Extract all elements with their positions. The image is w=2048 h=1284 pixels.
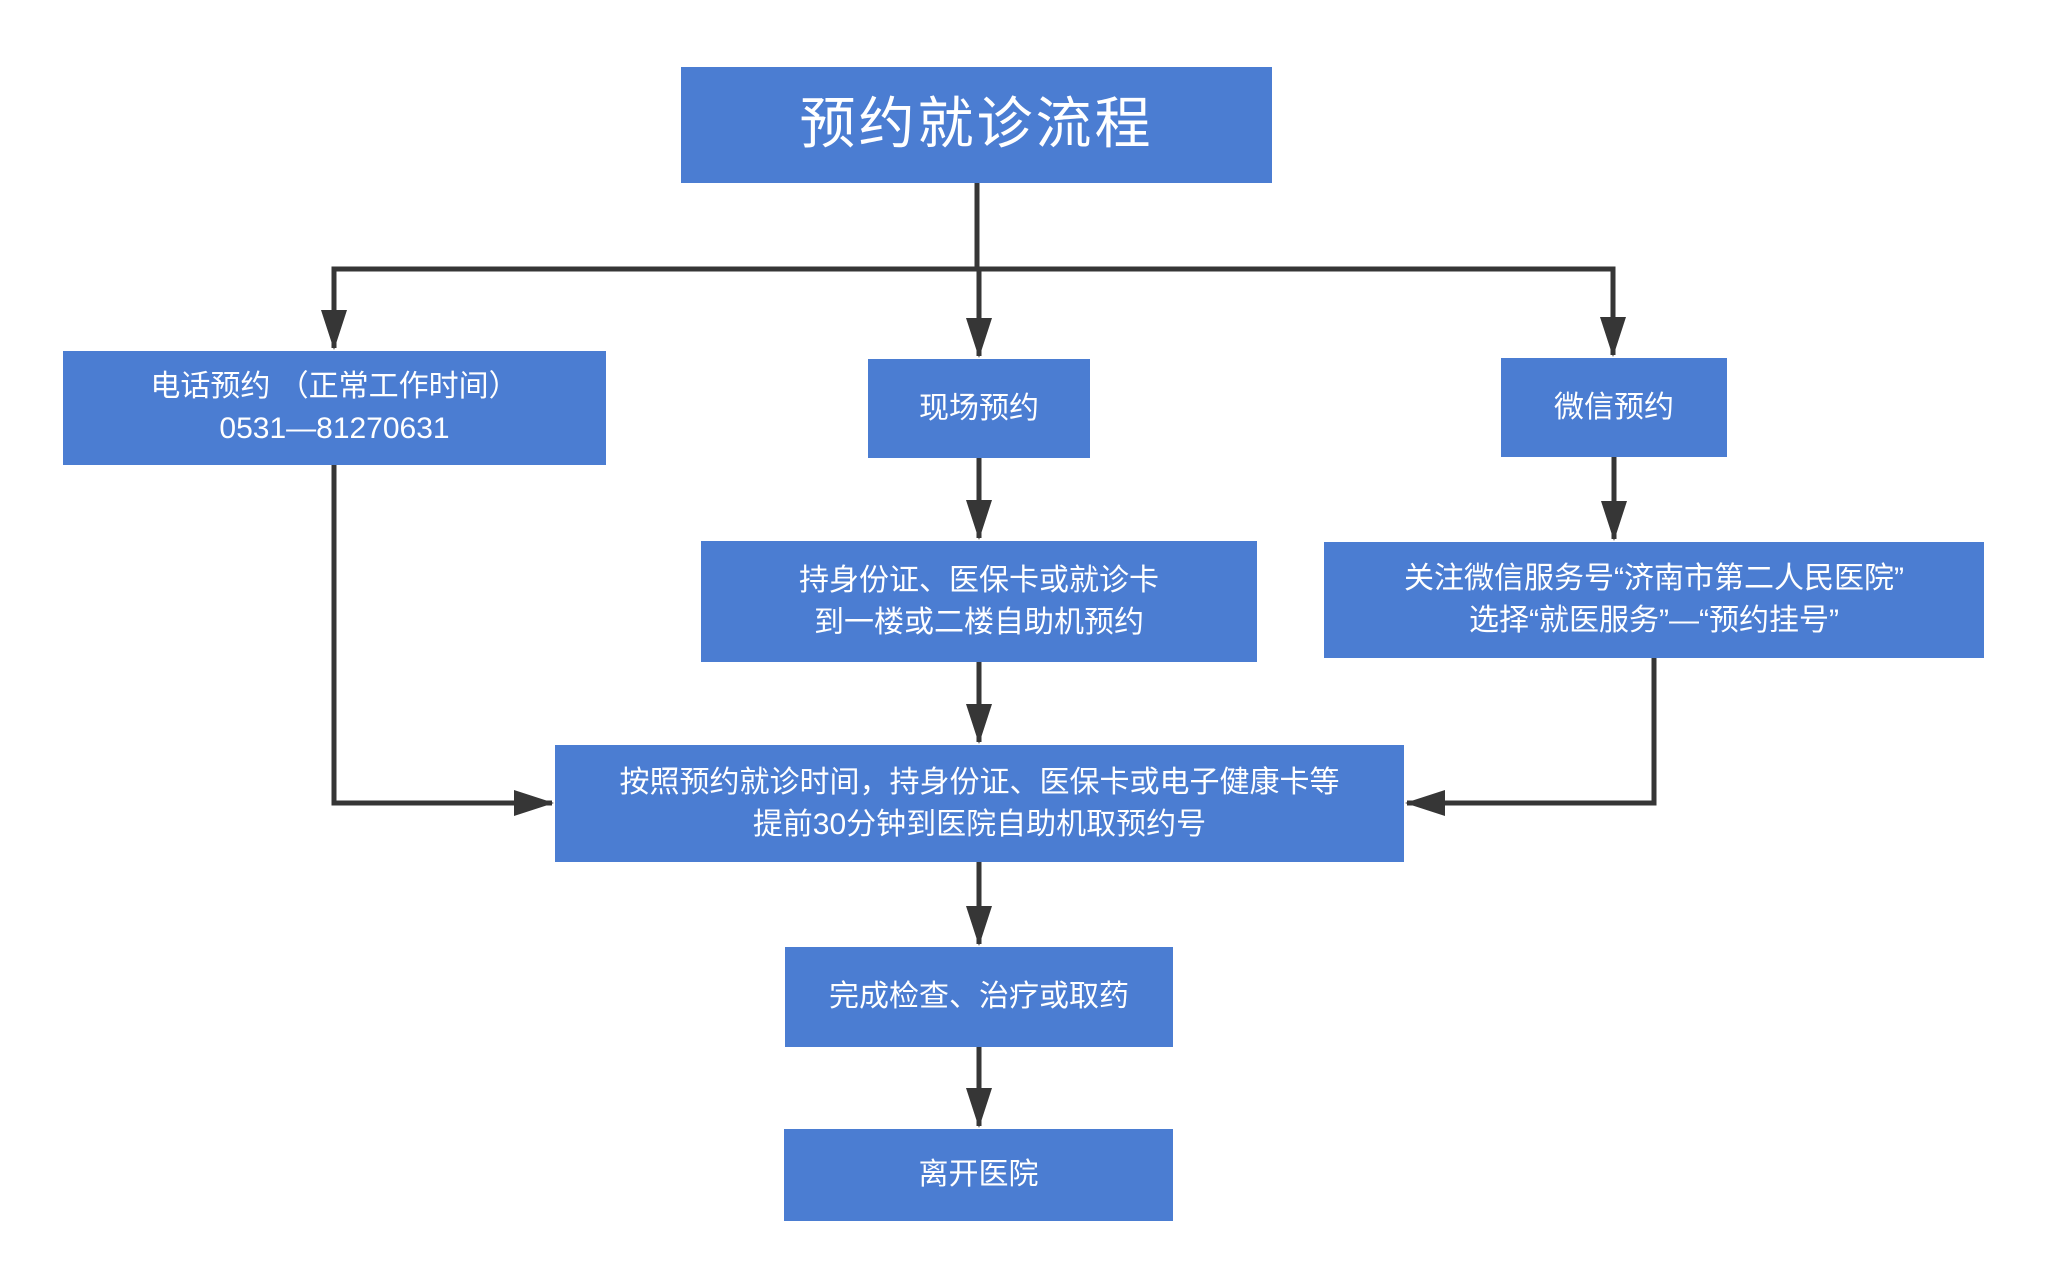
phone-booking-number: 0531—81270631 (219, 412, 450, 445)
node-follow-wechat-account: 关注微信服务号“济南市第二人民医院” 选择“就医服务”—“预约挂号” (1324, 542, 1984, 658)
self-service-line1: 持身份证、医保卡或就诊卡 (799, 563, 1159, 597)
take-number-line1: 按照预约就诊时间，持身份证、医保卡或电子健康卡等 (619, 765, 1340, 799)
leave-hospital-label: 离开医院 (918, 1158, 1039, 1191)
wechat-booking-label: 微信预约 (1554, 390, 1674, 424)
node-phone-booking: 电话预约 （正常工作时间） 0531—81270631 (63, 351, 606, 465)
node-leave-hospital: 离开医院 (784, 1129, 1173, 1221)
edge-follow-to-takenumber (1405, 658, 1657, 816)
follow-account-line1: 关注微信服务号“济南市第二人民医院” (1404, 562, 1904, 595)
node-title: 预约就诊流程 (681, 67, 1272, 183)
title-text: 预约就诊流程 (799, 93, 1154, 156)
take-number-line2: 提前30分钟到医院自助机取预约号 (752, 807, 1207, 841)
node-take-appointment-number: 按照预约就诊时间，持身份证、医保卡或电子健康卡等 提前30分钟到医院自助机取预约… (555, 745, 1404, 862)
self-service-line2: 到一楼或二楼自助机预约 (814, 605, 1144, 639)
follow-account-line2: 选择“就医服务”—“预约挂号” (1469, 604, 1839, 637)
node-self-service-machine: 持身份证、医保卡或就诊卡 到一楼或二楼自助机预约 (701, 541, 1257, 662)
node-onsite-booking: 现场预约 (868, 359, 1090, 458)
complete-treatment-label: 完成检查、治疗或取药 (829, 980, 1129, 1013)
edge-phone-to-takenumber (331, 465, 554, 816)
node-complete-treatment: 完成检查、治疗或取药 (785, 947, 1173, 1047)
node-wechat-booking: 微信预约 (1501, 358, 1727, 457)
onsite-booking-label: 现场预约 (919, 391, 1039, 425)
phone-booking-line1: 电话预约 （正常工作时间） (150, 370, 519, 403)
